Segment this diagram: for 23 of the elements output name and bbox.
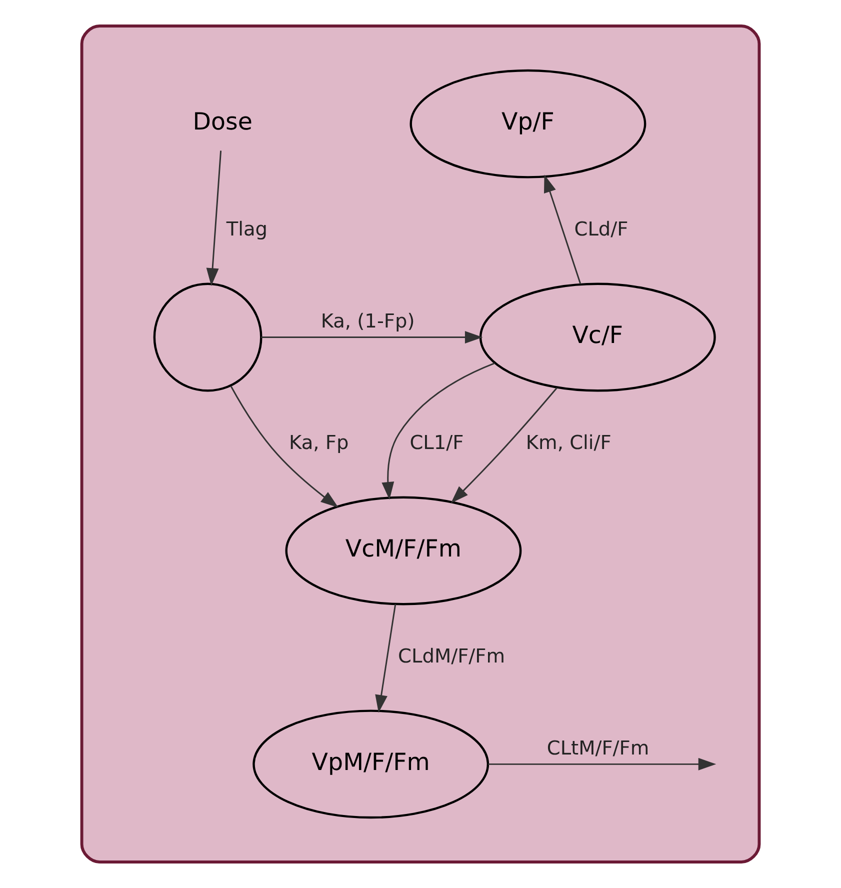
edge-label: CLdM/F/Fm	[398, 644, 506, 668]
arrow	[206, 150, 222, 286]
cluster	[80, 24, 761, 864]
edge-label: Ka, (1-Fp)	[320, 309, 415, 332]
node-circle	[153, 282, 262, 392]
node-ellipse: VcM/F/Fm	[285, 496, 522, 606]
arrow	[544, 174, 582, 284]
edge-label: CLtM/F/Fm	[546, 736, 650, 760]
node-ellipse: Vp/F	[410, 69, 646, 178]
arrow	[375, 604, 396, 713]
node-text: Dose	[192, 107, 252, 136]
arrow	[261, 331, 483, 344]
arrow	[230, 386, 338, 508]
edge-label: CL1/F	[410, 431, 464, 454]
node-ellipse: Vc/F	[479, 282, 716, 392]
node-ellipse: VpM/F/Fm	[252, 710, 490, 819]
edge-label: Km, Cli/F	[526, 431, 612, 454]
arrow	[450, 387, 558, 504]
edge-label: CLd/F	[574, 218, 628, 241]
arrow	[488, 758, 716, 770]
arrow	[382, 362, 495, 500]
edge-label: Tlag	[226, 218, 268, 241]
edge-label: Ka, Fp	[289, 431, 349, 454]
